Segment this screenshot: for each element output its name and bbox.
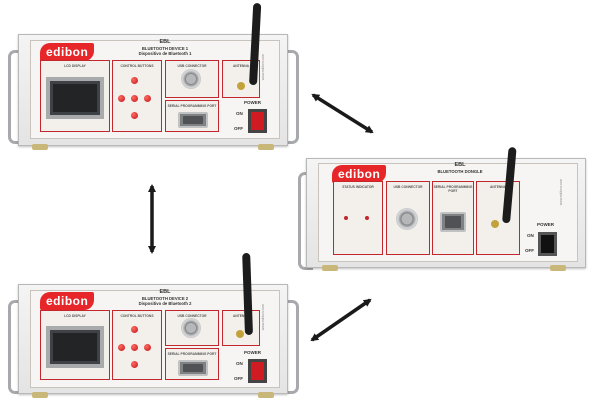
lcd-display xyxy=(46,77,104,119)
device-title: EBL BLUETOOTH DONGLE xyxy=(415,162,505,174)
device-title-es: Dispositivo de Bluetooth 2 xyxy=(138,301,192,306)
device-code: EBL xyxy=(159,289,171,295)
brand-logo: edibon xyxy=(332,165,387,183)
buttons-label: CONTROL BUTTONS xyxy=(120,314,154,318)
foot xyxy=(258,144,274,150)
link-arrow-device1-dongle xyxy=(311,93,374,134)
usb-port[interactable] xyxy=(181,69,201,89)
select-button[interactable] xyxy=(131,344,138,351)
serial-label: SERIAL PROGRAMMING PORT xyxy=(167,104,217,108)
left-button[interactable] xyxy=(118,344,125,351)
antenna-label: ANTENNA xyxy=(489,185,507,189)
handle-left xyxy=(8,50,25,144)
antenna-module: ANTENNA xyxy=(222,310,260,346)
power-label: POWER xyxy=(244,100,262,105)
usb-label: USB CONNECTOR xyxy=(177,314,207,318)
antenna-label: ANTENNA xyxy=(232,64,250,68)
on-label: ON xyxy=(527,233,534,238)
power-switch[interactable] xyxy=(248,109,267,133)
device-code: EBL xyxy=(454,162,466,168)
serial-port[interactable] xyxy=(178,112,208,128)
antenna-connector xyxy=(236,330,244,338)
device-code: EBL xyxy=(159,39,171,45)
lcd-display xyxy=(46,326,104,368)
usb-port[interactable] xyxy=(396,208,418,230)
on-label: ON xyxy=(236,111,243,116)
status-module: STATUS INDICATOR xyxy=(333,181,383,255)
antenna-connector xyxy=(237,82,245,90)
usb-label: USB CONNECTOR xyxy=(177,64,207,68)
buttons-label: CONTROL BUTTONS xyxy=(120,64,154,68)
serial-port[interactable] xyxy=(178,360,208,376)
device-title-en: BLUETOOTH DONGLE xyxy=(437,168,483,174)
brand-logo: edibon xyxy=(40,292,95,310)
handle-left xyxy=(8,300,25,394)
foot xyxy=(258,392,274,398)
lcd-label: LCD DISPLAY xyxy=(64,64,86,68)
power-label: POWER xyxy=(537,222,555,227)
foot xyxy=(550,265,566,271)
device-title-en: BLUETOOTH DEVICE 1 xyxy=(141,45,189,51)
antenna-label: ANTENNA xyxy=(232,314,250,318)
down-button[interactable] xyxy=(131,361,138,368)
status-label: STATUS INDICATOR xyxy=(342,185,374,189)
right-button[interactable] xyxy=(144,344,151,351)
handle-right xyxy=(282,300,299,394)
power-switch[interactable] xyxy=(538,232,557,256)
usb-port[interactable] xyxy=(181,318,201,338)
handle-right xyxy=(282,50,299,144)
antenna-module: ANTENNA xyxy=(476,181,520,255)
select-button[interactable] xyxy=(131,95,138,102)
foot xyxy=(322,265,338,271)
left-button[interactable] xyxy=(118,95,125,102)
device-title-en: BLUETOOTH DEVICE 2 xyxy=(141,295,189,301)
off-label: OFF xyxy=(234,126,243,131)
antenna-connector xyxy=(491,220,499,228)
brand-logo: edibon xyxy=(40,43,95,61)
power-label: POWER xyxy=(244,350,262,355)
status-led xyxy=(344,216,348,220)
up-button[interactable] xyxy=(131,77,138,84)
usb-label: USB CONNECTOR xyxy=(393,185,423,189)
right-button[interactable] xyxy=(144,95,151,102)
down-button[interactable] xyxy=(131,112,138,119)
serial-label: SERIAL PROGRAMMING PORT xyxy=(433,185,473,193)
lcd-label: LCD DISPLAY xyxy=(64,314,86,318)
device-title-es: Dispositivo de Bluetooth 1 xyxy=(138,51,192,56)
handle-left xyxy=(298,172,313,270)
serial-port[interactable] xyxy=(440,212,466,232)
on-label: ON xyxy=(236,361,243,366)
foot xyxy=(32,392,48,398)
foot xyxy=(32,144,48,150)
device-title: EBL BLUETOOTH DEVICE 1 Dispositivo de Bl… xyxy=(120,39,210,57)
up-button[interactable] xyxy=(131,326,138,333)
device-title: EBL BLUETOOTH DEVICE 2 Dispositivo de Bl… xyxy=(120,289,210,307)
serial-label: SERIAL PROGRAMMING PORT xyxy=(167,352,217,356)
link-arrow-device2-dongle xyxy=(310,298,372,342)
off-label: OFF xyxy=(234,376,243,381)
off-label: OFF xyxy=(525,248,534,253)
status-led xyxy=(365,216,369,220)
power-switch[interactable] xyxy=(248,359,267,383)
